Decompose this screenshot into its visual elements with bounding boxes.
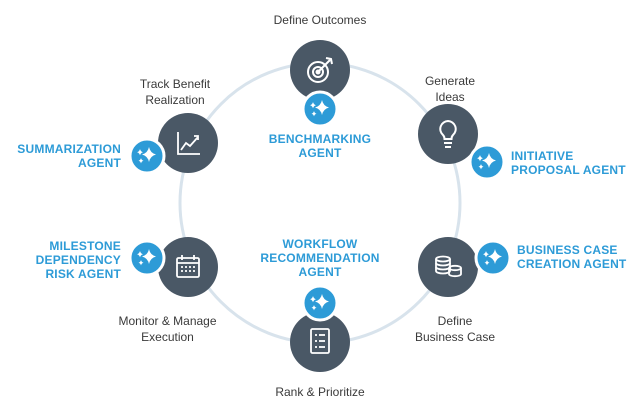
sparkle-icon bbox=[137, 147, 156, 164]
target-icon bbox=[307, 57, 333, 83]
sparkle-badge-initiative-proposal bbox=[468, 143, 506, 181]
stage-label-line: Rank & Prioritize bbox=[275, 385, 365, 399]
agent-label-line: RISK AGENT bbox=[45, 267, 121, 281]
agent-label-line: RECOMMENDATION bbox=[260, 251, 380, 265]
node-define-business-case bbox=[418, 237, 478, 297]
agent-label-line: PROPOSAL AGENT bbox=[511, 163, 626, 177]
stage-label-define-business-case: Define Business Case bbox=[405, 313, 505, 345]
stage-label-generate-ideas: Generate Ideas bbox=[410, 73, 490, 105]
stage-label-line: Generate bbox=[424, 74, 476, 88]
agent-label-line: BENCHMARKING bbox=[268, 132, 372, 146]
sparkle-badge-business-case-creation bbox=[474, 239, 512, 277]
stage-label-line: Ideas bbox=[435, 90, 465, 104]
stage-label-track-benefit: Track Benefit Realization bbox=[120, 76, 230, 108]
stage-label-define-outcomes: Define Outcomes bbox=[260, 12, 380, 28]
sparkle-icon bbox=[310, 294, 329, 311]
stage-label-rank-prioritize: Rank & Prioritize bbox=[250, 384, 390, 400]
agent-label-line: AGENT bbox=[78, 156, 121, 170]
sparkle-icon bbox=[310, 100, 329, 117]
sparkle-icon bbox=[477, 153, 496, 170]
node-rank-prioritize bbox=[290, 312, 350, 372]
agent-label-line: SUMMARIZATION bbox=[17, 142, 121, 156]
stage-label-monitor-manage: Monitor & Manage Execution bbox=[105, 313, 230, 345]
stage-label-line: Business Case bbox=[414, 330, 496, 344]
sparkle-badge-summarization bbox=[128, 137, 166, 175]
stage-label-line: Execution bbox=[141, 330, 194, 344]
agent-label-workflow-recommendation: WORKFLOW RECOMMENDATION AGENT bbox=[255, 237, 385, 279]
node-track-benefit bbox=[158, 113, 218, 173]
calendar-icon bbox=[176, 255, 200, 278]
checklist-icon bbox=[310, 328, 330, 354]
stage-label-line: Define bbox=[437, 314, 473, 328]
agent-label-line: AGENT bbox=[298, 146, 342, 160]
agent-label-line: CREATION AGENT bbox=[517, 257, 627, 271]
node-generate-ideas bbox=[418, 104, 478, 164]
agent-label-benchmarking: BENCHMARKING AGENT bbox=[255, 132, 385, 160]
lightbulb-icon bbox=[439, 119, 457, 148]
sparkle-icon bbox=[137, 249, 156, 266]
agent-label-line: BUSINESS CASE bbox=[517, 243, 618, 257]
sparkle-badge-milestone-dependency-risk bbox=[128, 239, 166, 277]
chart-trend-icon bbox=[177, 132, 200, 155]
stage-label-line: Define Outcomes bbox=[273, 13, 367, 27]
agent-label-initiative-proposal: INITIATIVE PROPOSAL AGENT bbox=[511, 149, 636, 177]
sparkle-badge-benchmarking bbox=[301, 90, 339, 128]
node-monitor-manage bbox=[158, 237, 218, 297]
agent-label-milestone-dependency-risk: MILESTONE DEPENDENCY RISK AGENT bbox=[10, 239, 121, 281]
sparkle-icon bbox=[483, 249, 502, 266]
sparkle-badge-workflow-recommendation bbox=[301, 284, 339, 322]
agent-label-line: WORKFLOW bbox=[282, 237, 358, 251]
agent-label-business-case-creation: BUSINESS CASE CREATION AGENT bbox=[517, 243, 637, 271]
agent-label-line: MILESTONE bbox=[49, 239, 121, 253]
node-define-outcomes bbox=[290, 40, 350, 100]
stage-label-line: Track Benefit bbox=[139, 77, 211, 91]
agent-label-line: INITIATIVE bbox=[511, 149, 574, 163]
agent-label-summarization: SUMMARIZATION AGENT bbox=[6, 142, 121, 170]
agent-label-line: AGENT bbox=[298, 265, 342, 279]
stage-label-line: Realization bbox=[145, 93, 205, 107]
coins-icon bbox=[435, 255, 462, 278]
stage-label-line: Monitor & Manage bbox=[118, 314, 217, 328]
agent-label-line: DEPENDENCY bbox=[35, 253, 121, 267]
